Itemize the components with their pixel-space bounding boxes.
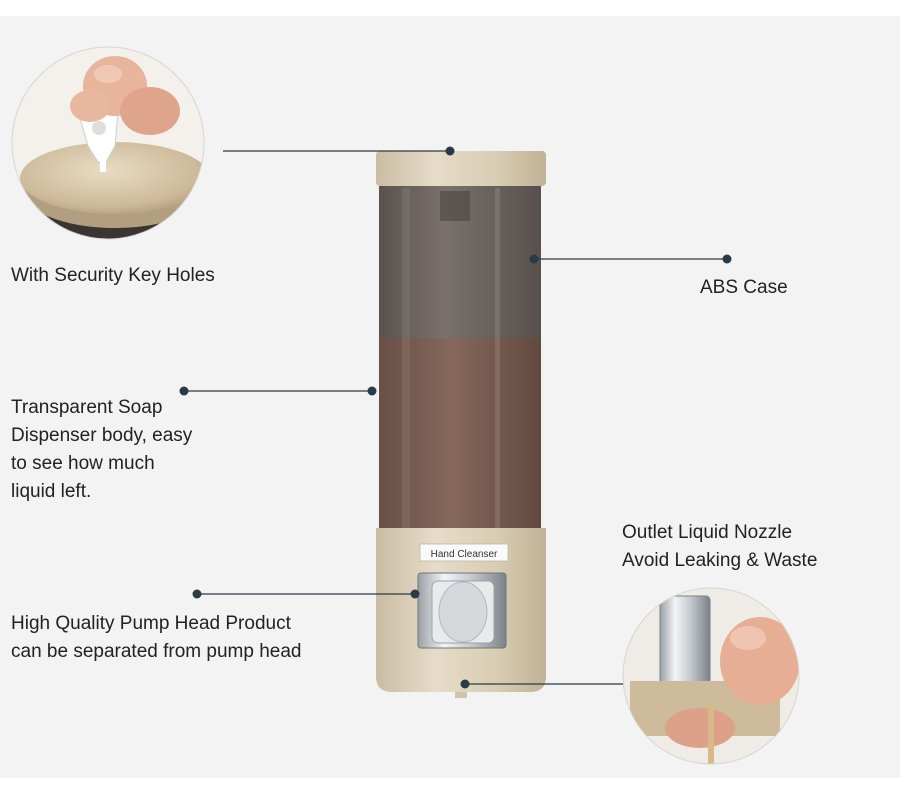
soap-dispenser: Hand Cleanser: [376, 151, 546, 698]
security-key-inset: [11, 46, 205, 240]
product-infographic: Hand Cleanser: [0, 16, 900, 778]
sticker-text: Hand Cleanser: [431, 549, 498, 560]
callout-pointers: [179, 146, 732, 689]
callout-transparent-body: Transparent Soap Dispenser body, easy to…: [11, 397, 193, 502]
outlet-nozzle-inset: [622, 587, 800, 765]
callout-pump-head: High Quality Pump Head Product can be se…: [11, 613, 302, 662]
illustration-layer: Hand Cleanser: [11, 46, 800, 765]
pump-button: [438, 581, 488, 643]
liquid-soap: [379, 338, 541, 534]
pointer-security-dot: [445, 146, 455, 156]
hand-cleanser-sticker: [419, 543, 509, 562]
callout-abs-case: ABS Case: [700, 277, 788, 298]
callout-outlet-nozzle: Outlet Liquid Nozzle Avoid Leaking & Was…: [622, 522, 818, 571]
callout-security-key-holes: With Security Key Holes: [11, 265, 215, 286]
dispenser-top-cap: [376, 151, 546, 186]
